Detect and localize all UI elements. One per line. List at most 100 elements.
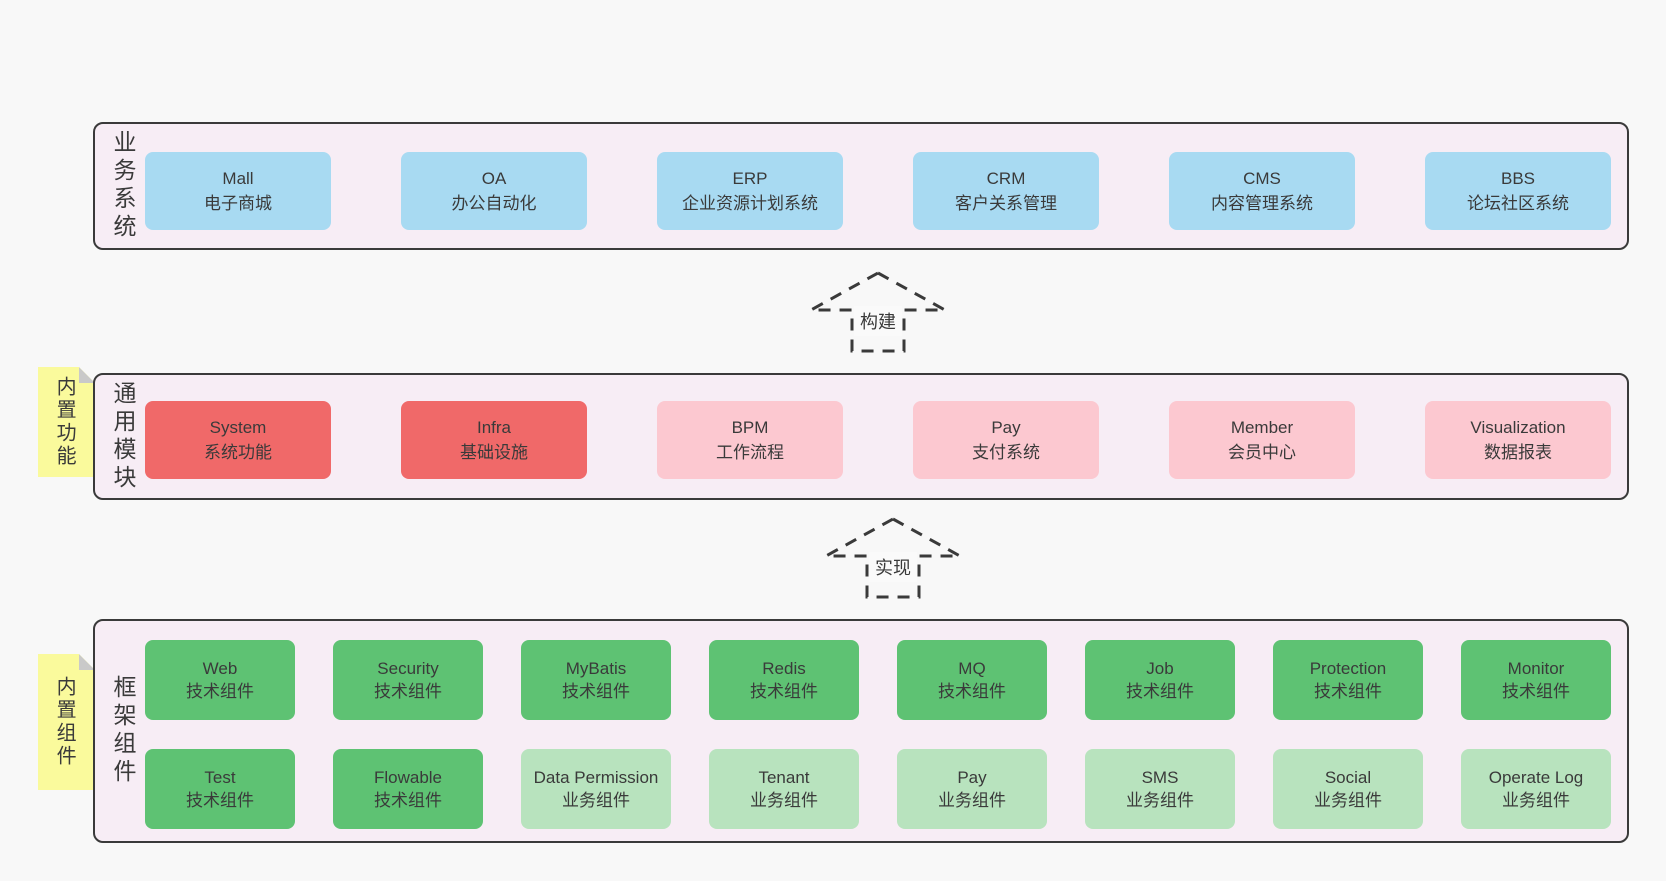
box-title: Test [204, 768, 236, 787]
box-subtitle: 基础设施 [460, 443, 528, 462]
layer-label-business: 业务系统 [110, 130, 136, 242]
box-subtitle: 业务组件 [1126, 791, 1194, 810]
box-subtitle: 内容管理系统 [1211, 194, 1313, 213]
box-erp: ERP 企业资源计划系统 [657, 152, 843, 230]
box-title: Infra [476, 418, 512, 437]
box-flowable: Flowable 技术组件 [333, 749, 483, 829]
box-subtitle: 支付系统 [972, 443, 1040, 462]
box-web: Web 技术组件 [145, 640, 295, 720]
box-title: Tenant [758, 768, 810, 787]
sticky-note-label: 内置组件 [53, 676, 76, 768]
box-title: Monitor [1507, 659, 1565, 678]
box-pay-biz: Pay 业务组件 [897, 749, 1047, 829]
sticky-note-label: 内置功能 [53, 376, 76, 468]
box-job: Job 技术组件 [1085, 640, 1235, 720]
box-title: MyBatis [565, 659, 627, 678]
box-cms: CMS 内容管理系统 [1169, 152, 1355, 230]
box-oa: OA 办公自动化 [401, 152, 587, 230]
box-title: Visualization [1470, 418, 1566, 437]
box-title: CRM [986, 169, 1026, 188]
box-mq: MQ 技术组件 [897, 640, 1047, 720]
box-subtitle: 业务组件 [1502, 791, 1570, 810]
box-sms: SMS 业务组件 [1085, 749, 1235, 829]
box-operate-log: Operate Log 业务组件 [1461, 749, 1611, 829]
modules-box-row: System 系统功能 Infra 基础设施 BPM 工作流程 Pay 支付系统… [145, 401, 1611, 479]
box-subtitle: 技术组件 [1126, 682, 1194, 701]
layer-framework-components: 框架组件 Web 技术组件 Security 技术组件 MyBatis 技术组件… [93, 619, 1629, 843]
box-title: Operate Log [1488, 768, 1584, 787]
sticky-note-builtin-features: 内置功能 [38, 367, 95, 477]
box-subtitle: 企业资源计划系统 [682, 194, 818, 213]
box-subtitle: 工作流程 [716, 443, 784, 462]
box-subtitle: 数据报表 [1484, 443, 1552, 462]
box-member: Member 会员中心 [1169, 401, 1355, 479]
box-title: Security [377, 659, 439, 678]
box-subtitle: 技术组件 [562, 682, 630, 701]
box-monitor: Monitor 技术组件 [1461, 640, 1611, 720]
box-infra: Infra 基础设施 [401, 401, 587, 479]
components-row-2: Test 技术组件 Flowable 技术组件 Data Permission … [145, 749, 1611, 829]
box-system: System 系统功能 [145, 401, 331, 479]
box-subtitle: 技术组件 [938, 682, 1006, 701]
box-title: MQ [958, 659, 986, 678]
box-subtitle: 技术组件 [1314, 682, 1382, 701]
box-subtitle: 业务组件 [750, 791, 818, 810]
box-title: Pay [957, 768, 987, 787]
box-subtitle: 办公自动化 [451, 194, 537, 213]
arrow-implement-label: 实现 [869, 552, 917, 582]
box-title: Job [1146, 659, 1174, 678]
box-subtitle: 技术组件 [750, 682, 818, 701]
box-social: Social 业务组件 [1273, 749, 1423, 829]
box-subtitle: 论坛社区系统 [1467, 194, 1569, 213]
box-subtitle: 系统功能 [204, 443, 272, 462]
box-title: Data Permission [533, 768, 659, 787]
box-title: BPM [731, 418, 769, 437]
box-protection: Protection 技术组件 [1273, 640, 1423, 720]
arrow-implement: 实现 [823, 516, 963, 600]
box-title: System [209, 418, 267, 437]
box-title: CMS [1243, 169, 1281, 188]
box-title: Protection [1309, 659, 1387, 678]
box-subtitle: 客户关系管理 [955, 194, 1057, 213]
sticky-note-builtin-components: 内置组件 [38, 654, 95, 790]
box-bbs: BBS 论坛社区系统 [1425, 152, 1611, 230]
components-row-1: Web 技术组件 Security 技术组件 MyBatis 技术组件 Redi… [145, 640, 1611, 720]
box-title: OA [481, 169, 507, 188]
box-redis: Redis 技术组件 [709, 640, 859, 720]
box-subtitle: 会员中心 [1228, 443, 1296, 462]
box-title: Pay [991, 418, 1021, 437]
layer-label-components: 框架组件 [110, 675, 136, 787]
business-box-row: Mall 电子商城 OA 办公自动化 ERP 企业资源计划系统 CRM 客户关系… [145, 152, 1611, 230]
box-title: ERP [732, 169, 768, 188]
layer-label-modules: 通用模块 [110, 380, 136, 493]
box-data-permission: Data Permission 业务组件 [521, 749, 671, 829]
box-title: Web [202, 659, 238, 678]
box-crm: CRM 客户关系管理 [913, 152, 1099, 230]
box-subtitle: 技术组件 [186, 791, 254, 810]
box-title: SMS [1141, 768, 1179, 787]
box-subtitle: 业务组件 [1314, 791, 1382, 810]
box-test: Test 技术组件 [145, 749, 295, 829]
box-subtitle: 技术组件 [374, 682, 442, 701]
box-pay: Pay 支付系统 [913, 401, 1099, 479]
box-mybatis: MyBatis 技术组件 [521, 640, 671, 720]
box-title: BBS [1500, 169, 1536, 188]
box-title: Flowable [373, 768, 443, 787]
box-subtitle: 业务组件 [562, 791, 630, 810]
box-subtitle: 业务组件 [938, 791, 1006, 810]
box-mall: Mall 电子商城 [145, 152, 331, 230]
box-security: Security 技术组件 [333, 640, 483, 720]
layer-common-modules: 通用模块 System 系统功能 Infra 基础设施 BPM 工作流程 Pay… [93, 373, 1629, 500]
box-bpm: BPM 工作流程 [657, 401, 843, 479]
box-subtitle: 技术组件 [374, 791, 442, 810]
components-box-grid: Web 技术组件 Security 技术组件 MyBatis 技术组件 Redi… [145, 640, 1611, 829]
arrow-build-label: 构建 [854, 306, 902, 336]
box-subtitle: 技术组件 [1502, 682, 1570, 701]
box-visualization: Visualization 数据报表 [1425, 401, 1611, 479]
box-title: Member [1230, 418, 1294, 437]
box-title: Social [1324, 768, 1372, 787]
box-title: Mall [222, 169, 254, 188]
layer-business-systems: 业务系统 Mall 电子商城 OA 办公自动化 ERP 企业资源计划系统 CRM… [93, 122, 1629, 250]
box-tenant: Tenant 业务组件 [709, 749, 859, 829]
box-subtitle: 技术组件 [186, 682, 254, 701]
